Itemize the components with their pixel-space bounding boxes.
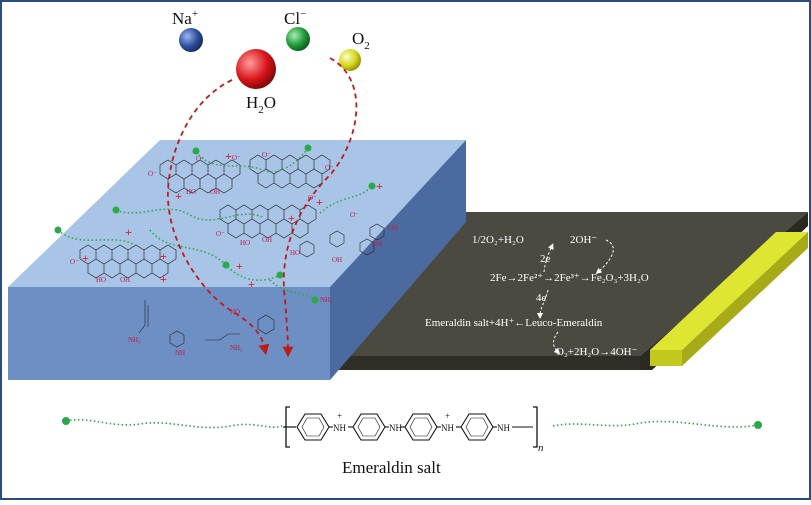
svg-text:+: + (236, 259, 243, 273)
ion-cl: Cl− (284, 8, 310, 51)
svg-text:+: + (376, 179, 383, 193)
svg-text:+: + (175, 189, 182, 203)
coating-front (8, 287, 330, 380)
coating-top (8, 140, 466, 287)
nh-1: NH (389, 423, 402, 433)
polyphenol-rings (138, 223, 385, 348)
graphene-oxide-sheets (79, 154, 385, 348)
svg-text:NH₂: NH₂ (230, 344, 243, 352)
emeraldine-salt-structure: NH + NH NH + NH n (62, 406, 762, 454)
plus-2: + (445, 411, 450, 421)
svg-text:NH: NH (175, 349, 185, 357)
svg-text:+: + (82, 251, 89, 265)
svg-text:HO: HO (240, 239, 250, 247)
steel-top (330, 212, 808, 356)
svg-text:+: + (316, 195, 323, 209)
svg-text:OH: OH (388, 224, 398, 232)
label-h2o: H2O (246, 93, 276, 116)
nh-plus-2: NH (441, 423, 454, 433)
svg-text:O⁻: O⁻ (70, 258, 79, 266)
electrons-4e: 4e (536, 292, 547, 304)
svg-text:HO: HO (96, 276, 106, 284)
svg-text:NH₂: NH₂ (128, 336, 141, 344)
svg-text:O⁻: O⁻ (308, 194, 317, 202)
svg-text:HO: HO (290, 249, 300, 257)
functional-group-marks: O⁻ O⁻ O⁻ O⁻ O⁻ HO OH O⁻ O⁻ O⁻ HO OH O⁻ HO OH HO OH O… (70, 151, 398, 357)
svg-text:O⁻: O⁻ (196, 155, 205, 163)
go-sheet-4 (249, 154, 331, 189)
reaction-oh: 2OH⁻ (570, 234, 597, 246)
svg-text:NH₂: NH₂ (320, 296, 333, 304)
nh-2: NH (497, 423, 510, 433)
positive-charges: + + + + + + + + + + + (82, 149, 383, 291)
chain-right-end (754, 421, 762, 429)
chain-left-end (62, 417, 70, 425)
chain-right (552, 420, 759, 428)
go-sheet-3 (79, 244, 177, 279)
label-cl: Cl− (284, 8, 306, 28)
svg-text:+: + (160, 249, 167, 263)
molecule-h2o: H2O (236, 49, 276, 116)
svg-text:OH: OH (120, 276, 130, 284)
svg-text:+: + (125, 225, 132, 239)
reaction-scheme: 1/2O₂+H₂O 2OH⁻ 2e 2Fe→2Fe²⁺→2Fe³⁺→Fe₂O₃+… (425, 234, 649, 358)
bracket-right (533, 406, 538, 448)
diffusion-paths (167, 57, 358, 358)
svg-text:OH: OH (372, 240, 382, 248)
svg-text:O⁻: O⁻ (148, 170, 157, 178)
pani-chains-in-coating (57, 147, 373, 301)
reaction-o2-reduction: O₂+2H₂O→4OH⁻ (556, 346, 638, 358)
svg-text:O⁻: O⁻ (325, 164, 334, 172)
nh-plus-1: NH (333, 423, 346, 433)
svg-text:+: + (225, 149, 232, 163)
coating-right-side (330, 140, 466, 380)
label-o2: O2 (352, 29, 370, 52)
repeat-subscript-n: n (538, 442, 544, 454)
svg-text:O⁻: O⁻ (262, 151, 271, 159)
svg-text:HO: HO (186, 188, 196, 196)
electrons-2e: 2e (540, 253, 551, 265)
chain-end-dots (54, 144, 376, 304)
svg-text:O⁻: O⁻ (232, 154, 241, 162)
label-na: Na+ (172, 8, 198, 28)
svg-text:+: + (248, 277, 255, 291)
reaction-arrows (537, 239, 614, 355)
svg-text:OH: OH (262, 236, 272, 244)
caption-emeraldin-salt: Emeraldin salt (342, 458, 441, 477)
svg-text:+: + (160, 272, 167, 286)
svg-text:HO: HO (230, 308, 240, 316)
svg-text:O⁻: O⁻ (350, 211, 359, 219)
reaction-fe-oxidation: 2Fe→2Fe²⁺→2Fe³⁺→Fe₂O₃+3H₂O (490, 272, 649, 284)
yellow-stripe (650, 232, 808, 366)
plus-1: + (337, 411, 342, 421)
go-sheet-1 (159, 159, 241, 194)
svg-text:+: + (288, 211, 295, 225)
svg-text:O⁻: O⁻ (216, 230, 225, 238)
svg-text:OH: OH (332, 256, 342, 264)
coating-block (8, 140, 466, 380)
benzene-rings (296, 413, 533, 441)
reaction-emeraldine: Emeraldin salt+4H⁺←Leuco-Emeraldin (425, 317, 603, 329)
svg-text:OH: OH (210, 188, 220, 196)
ion-na: Na+ (172, 8, 203, 52)
reaction-o2-h2o: 1/2O₂+H₂O (472, 234, 524, 246)
ion-o2: O2 (339, 29, 370, 71)
